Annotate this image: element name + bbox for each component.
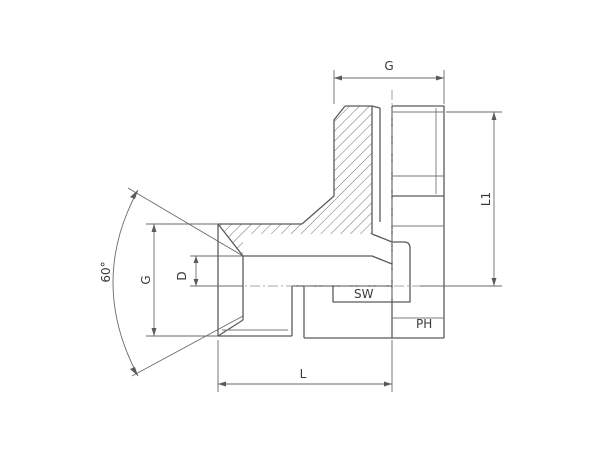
label-d: D bbox=[175, 271, 189, 280]
dimension-l: L bbox=[217, 340, 393, 392]
label-l: L bbox=[300, 367, 307, 381]
label-ph: PH bbox=[416, 317, 432, 331]
dimension-g-top: G bbox=[333, 59, 445, 104]
label-g-top: G bbox=[384, 59, 393, 73]
dimension-d: D bbox=[175, 255, 243, 287]
center-lines bbox=[196, 90, 420, 300]
label-sw: SW bbox=[354, 287, 374, 301]
dimension-angle-60: 60° bbox=[99, 187, 244, 377]
dimension-g-left: G bbox=[139, 223, 218, 337]
label-l1: L1 bbox=[479, 192, 493, 206]
label-g-left: G bbox=[139, 275, 153, 284]
label-angle-60: 60° bbox=[99, 261, 113, 282]
hatched-section bbox=[218, 106, 372, 256]
dimension-l1: L1 bbox=[420, 111, 502, 287]
